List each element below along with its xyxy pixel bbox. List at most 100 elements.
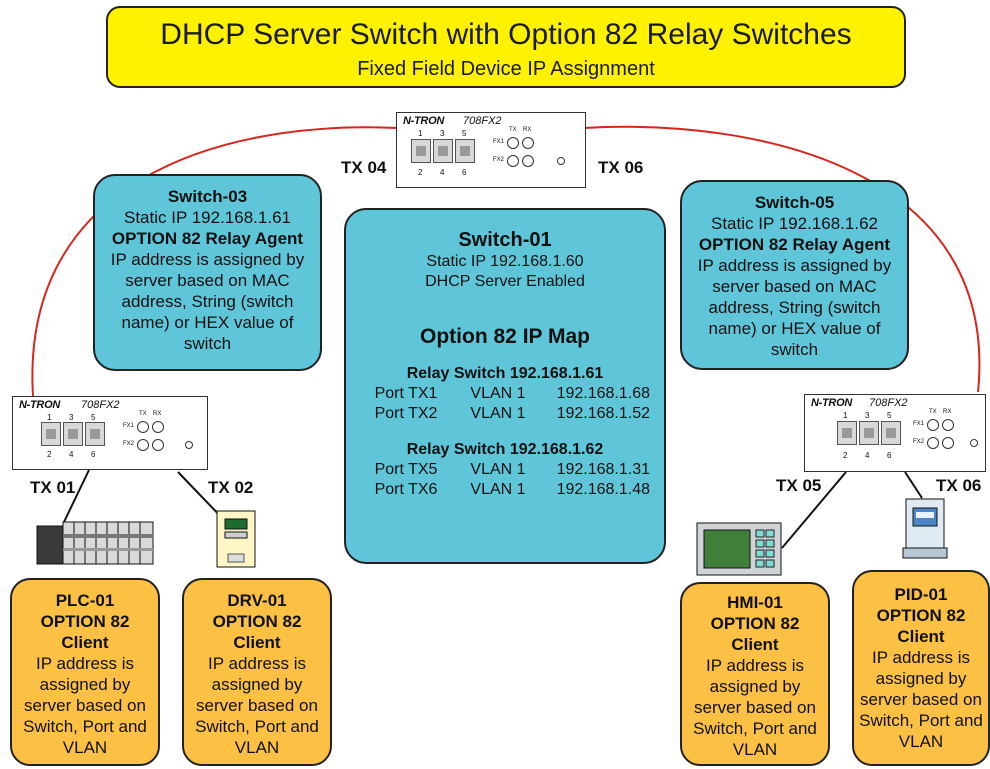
client-box-plc01: PLC-01 OPTION 82 Client IP address is as… [10, 578, 160, 766]
map-port: Port TX1 [374, 385, 438, 402]
client-desc-line: IP address is [872, 648, 970, 667]
switch-03-desc-line: name) or HEX value of [121, 313, 294, 332]
switch-05-desc-line: name) or HEX value of [708, 319, 881, 338]
tx-label: TX [139, 411, 147, 417]
switch-05-info-box: Switch-05 Static IP 192.168.1.62 OPTION … [680, 180, 909, 370]
client-desc-line: assigned by [875, 669, 967, 688]
tx-label: TX [509, 127, 517, 133]
diagram-subtitle: Fixed Field Device IP Assignment [357, 58, 655, 80]
switch-03-device: N-TRON 708FX2 1 3 5 2 4 6 TX RX FX1 FX2 [12, 396, 208, 470]
brand-logo: N-TRON [811, 397, 852, 409]
port-label-tx06: TX 06 [936, 476, 982, 495]
switch-05-name: Switch-05 [754, 193, 835, 212]
client-desc-line: VLAN [234, 738, 280, 757]
map-row: Port TX6 VLAN 1 192.168.1.48 [360, 480, 650, 500]
rx-label: RX [153, 411, 162, 417]
map-ip: 192.168.1.68 [556, 385, 650, 402]
switch-01-static-ip: Static IP 192.168.1.60 [426, 253, 584, 270]
map-vlan: VLAN 1 [470, 481, 526, 498]
port-number: 4 [865, 451, 870, 460]
map-ip: 192.168.1.48 [556, 481, 650, 498]
port-number: 2 [47, 450, 52, 459]
port-number: 4 [440, 168, 445, 177]
fiber-port-icon [137, 421, 149, 433]
port-number: 2 [843, 451, 848, 460]
client-name: HMI-01 [727, 593, 783, 612]
ethernet-port [41, 422, 61, 446]
fiber-port-icon [927, 419, 939, 431]
client-desc-line: IP address is [36, 654, 134, 673]
fiber-port-icon [507, 155, 519, 167]
port-number: 3 [865, 411, 870, 420]
power-led-icon [185, 441, 193, 449]
client-box-pid01: PID-01 OPTION 82 Client IP address is as… [852, 570, 990, 766]
switch-05-static-ip: Static IP 192.168.1.62 [711, 214, 878, 233]
port-number: 2 [418, 168, 423, 177]
client-desc-line: server based on [860, 690, 982, 709]
title-banner: DHCP Server Switch with Option 82 Relay … [106, 6, 906, 88]
client-role: OPTION 82 [710, 614, 800, 633]
fiber-port-icon [927, 437, 939, 449]
switch-03-info-box: Switch-03 Static IP 192.168.1.61 OPTION … [93, 174, 322, 371]
map-vlan: VLAN 1 [470, 461, 526, 478]
switch-05-desc-line: switch [770, 340, 819, 359]
fx2-label: FX2 [123, 441, 135, 447]
client-desc-line: VLAN [62, 738, 108, 757]
relay-header: Relay Switch 192.168.1.61 [406, 365, 604, 382]
switch-03-desc-line: IP address is assigned by [110, 250, 305, 269]
fiber-port-icon [152, 439, 164, 451]
relay-header: Relay Switch 192.168.1.62 [406, 441, 604, 458]
map-ip: 192.168.1.52 [556, 405, 650, 422]
rx-label: RX [943, 409, 952, 415]
pid-controller-icon [902, 498, 948, 559]
client-desc-line: VLAN [898, 732, 944, 751]
port-number: 5 [462, 129, 467, 138]
plc-icon [36, 521, 154, 565]
switch-05-desc-line: IP address is assigned by [697, 256, 892, 275]
port-number: 4 [69, 450, 74, 459]
map-vlan: VLAN 1 [470, 405, 526, 422]
ethernet-port [859, 421, 879, 445]
client-desc-line: server based on [196, 696, 318, 715]
ethernet-port [63, 422, 83, 446]
switch-01-dhcp-status: DHCP Server Enabled [425, 273, 585, 290]
switch-05-desc-line: address, String (switch [708, 298, 881, 317]
model-label: 708FX2 [869, 397, 908, 409]
fx1-label: FX1 [123, 423, 135, 429]
client-role: OPTION 82 [876, 606, 966, 625]
fiber-port-icon [942, 437, 954, 449]
switch-03-desc-line: server based on MAC [125, 271, 290, 290]
model-label: 708FX2 [463, 115, 502, 127]
client-role: Client [897, 627, 945, 646]
map-ip: 192.168.1.31 [556, 461, 650, 478]
brand-logo: N-TRON [403, 115, 444, 127]
rx-label: RX [523, 127, 532, 133]
switch-01-info-box: Switch-01 Static IP 192.168.1.60 DHCP Se… [344, 208, 666, 564]
fiber-port-icon [507, 137, 519, 149]
fiber-link-right [583, 125, 981, 393]
hmi-icon [696, 522, 782, 576]
port-number: 3 [440, 129, 445, 138]
switch-03-name: Switch-03 [167, 187, 248, 206]
client-role: Client [61, 633, 109, 652]
port-label-tx05: TX 05 [776, 476, 822, 495]
map-port: Port TX2 [374, 405, 438, 422]
switch-03-role: OPTION 82 Relay Agent [111, 229, 304, 248]
client-role: Client [731, 635, 779, 654]
client-name: DRV-01 [227, 591, 287, 610]
switch-03-desc-line: switch [183, 334, 232, 353]
switch-05-role: OPTION 82 Relay Agent [698, 235, 891, 254]
switch-05-device: N-TRON 708FX2 1 3 5 2 4 6 TX RX FX1 FX2 [804, 394, 986, 472]
client-desc-line: IP address is [208, 654, 306, 673]
client-desc-line: VLAN [732, 740, 778, 759]
port-number: 5 [887, 411, 892, 420]
port-number: 6 [887, 451, 892, 460]
tx-label: TX [929, 409, 937, 415]
switch-03-static-ip: Static IP 192.168.1.61 [124, 208, 291, 227]
fx2-label: FX2 [493, 157, 505, 163]
diagram-title: DHCP Server Switch with Option 82 Relay … [160, 18, 852, 51]
map-row: Port TX2 VLAN 1 192.168.1.52 [360, 404, 650, 424]
power-led-icon [557, 157, 565, 165]
fx1-label: FX1 [493, 139, 505, 145]
map-row: Port TX5 VLAN 1 192.168.1.31 [360, 460, 650, 480]
